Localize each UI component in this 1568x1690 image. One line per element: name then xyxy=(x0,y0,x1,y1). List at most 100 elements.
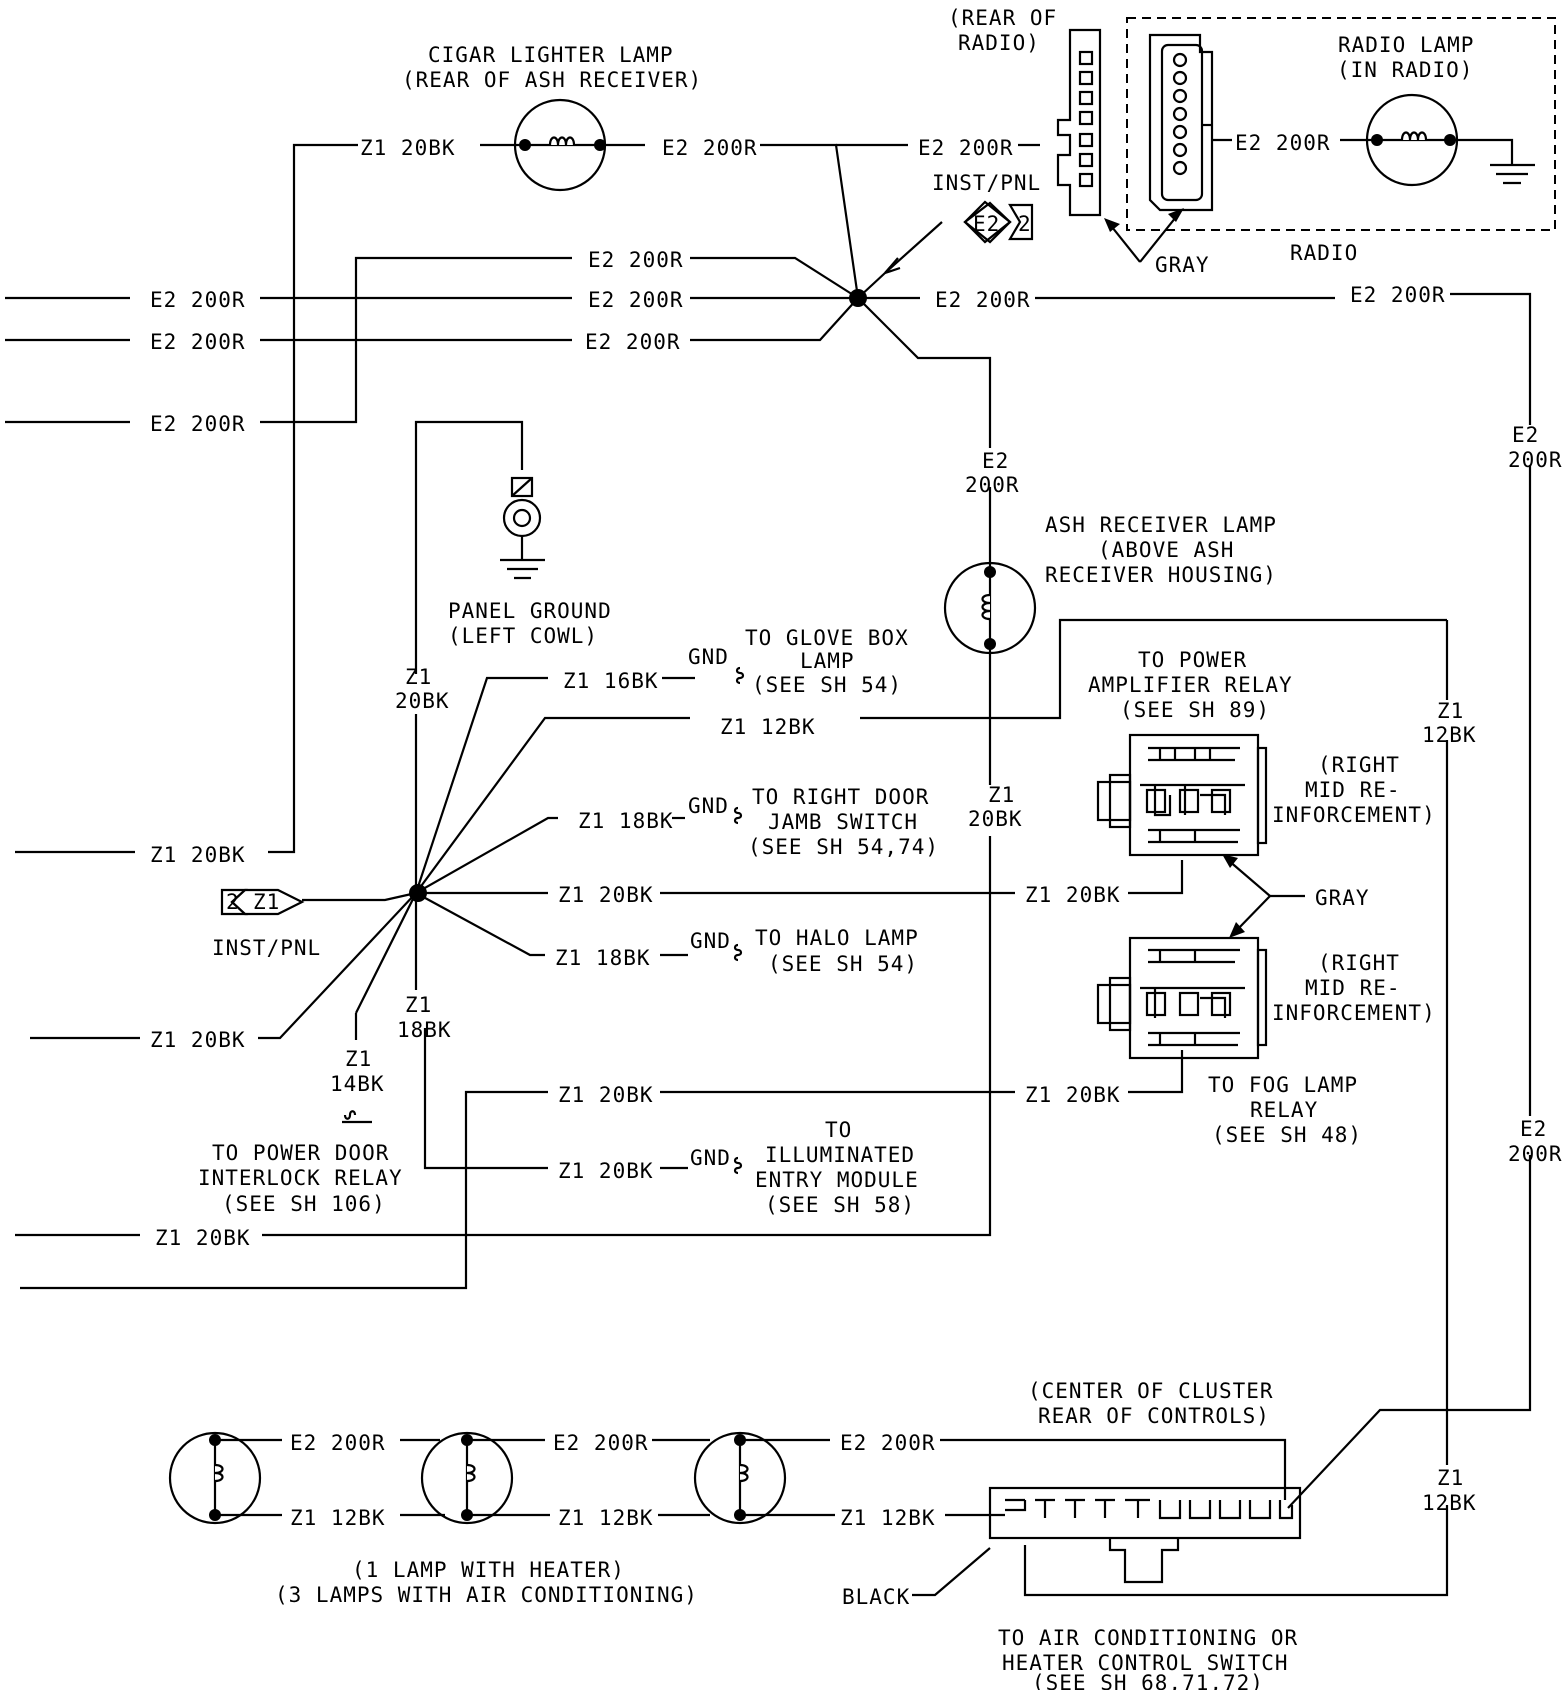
glove-box-see: (SEE SH 54) xyxy=(752,673,902,697)
cigar-lighter-location: (REAR OF ASH RECEIVER) xyxy=(402,68,702,92)
right-mid-2: MID RE- xyxy=(1305,976,1401,1000)
wire-z1: Z1 xyxy=(1437,699,1464,723)
fog-lamp-relay-connector xyxy=(1096,936,1268,1060)
wire-e2-200r: E2 200R xyxy=(290,1431,386,1455)
panel-ground xyxy=(500,476,545,580)
z1-connector-pin-2: 2 xyxy=(226,890,240,914)
entry-module-title-2: ENTRY MODULE xyxy=(755,1168,919,1192)
wire-z1: Z1 xyxy=(988,783,1015,807)
right-mid-2: MID RE- xyxy=(1305,778,1401,802)
wire-18bk: 18BK xyxy=(397,1018,452,1042)
wire-e2-200r: E2 200R xyxy=(553,1431,649,1455)
wire-z1: Z1 xyxy=(345,1047,372,1071)
halo-lamp-see: (SEE SH 54) xyxy=(768,952,918,976)
ash-receiver-title: ASH RECEIVER LAMP xyxy=(1045,513,1277,537)
power-amp-see: (SEE SH 89) xyxy=(1120,698,1270,722)
wire-e2-200r: E2 200R xyxy=(150,288,246,312)
gnd-label: GND xyxy=(688,645,729,669)
fog-lamp-see: (SEE SH 48) xyxy=(1212,1123,1362,1147)
power-door-see: (SEE SH 106) xyxy=(222,1192,386,1216)
right-mid-3: INFORCEMENT) xyxy=(1272,803,1436,827)
cluster-lamp-3 xyxy=(693,1431,787,1525)
wire-e2-200r: E2 200R xyxy=(935,288,1031,312)
cluster-title-2: REAR OF CONTROLS) xyxy=(1038,1404,1270,1428)
cigar-lighter-lamp xyxy=(513,98,607,192)
power-amp-title-2: AMPLIFIER RELAY xyxy=(1088,673,1293,697)
ash-receiver-lamp xyxy=(943,561,1037,655)
wire-z1: Z1 xyxy=(405,993,432,1017)
radio-inner-connector xyxy=(1148,33,1214,212)
wire-e2-200r: E2 200R xyxy=(1235,131,1331,155)
right-mid-1: (RIGHT xyxy=(1318,951,1400,975)
entry-module-see: (SEE SH 58) xyxy=(765,1193,915,1217)
fog-lamp-relay: RELAY xyxy=(1250,1098,1318,1122)
wire-z1-20bk: Z1 20BK xyxy=(155,1226,251,1250)
wire-e2-200r: E2 200R xyxy=(588,288,684,312)
wire-e2: E2 xyxy=(1512,423,1539,447)
ac-switch-title-2: HEATER CONTROL SWITCH xyxy=(1002,1651,1289,1675)
lamps-note-1: (1 LAMP WITH HEATER) xyxy=(352,1558,625,1582)
e2-connector-label: E2 xyxy=(973,212,1000,236)
wire-z1-20bk: Z1 20BK xyxy=(360,136,456,160)
panel-ground-location: (LEFT COWL) xyxy=(448,624,598,648)
power-door-break xyxy=(342,1110,372,1124)
wire-z1-12bk: Z1 12BK xyxy=(840,1506,936,1530)
relay-gray-pointer xyxy=(1222,854,1305,938)
splice-z1 xyxy=(409,884,427,902)
wire-z1-18bk: Z1 18BK xyxy=(555,946,651,970)
halo-lamp-title: TO HALO LAMP xyxy=(755,926,919,950)
right-door-title-2: JAMB SWITCH xyxy=(768,810,918,834)
wire-z1: Z1 xyxy=(1437,1466,1464,1490)
gnd-break-halo xyxy=(733,943,743,962)
fog-lamp-title: TO FOG LAMP xyxy=(1208,1073,1358,1097)
rear-of-radio-2: RADIO) xyxy=(958,31,1040,55)
ash-receiver-location-2: RECEIVER HOUSING) xyxy=(1045,563,1277,587)
inst-pnl-z1-connector: 2 Z1 xyxy=(220,888,305,916)
wire-e2-200r: E2 200R xyxy=(918,136,1014,160)
arrow-icon xyxy=(884,257,901,275)
z1-connector-label: Z1 xyxy=(253,890,280,914)
wire-z1-18bk: Z1 18BK xyxy=(578,809,674,833)
gnd-label: GND xyxy=(690,1146,731,1170)
wire-e2-200r: E2 200R xyxy=(588,248,684,272)
wire-e2-200r: E2 200R xyxy=(662,136,758,160)
wire-200r: 200R xyxy=(965,473,1020,497)
cluster-lamp-2 xyxy=(420,1431,514,1525)
cluster-title: (CENTER OF CLUSTER xyxy=(1028,1379,1274,1403)
wires xyxy=(5,138,1532,1597)
radio-box xyxy=(1126,17,1556,231)
wire-200r: 200R xyxy=(1508,448,1563,472)
wire-14bk: 14BK xyxy=(330,1072,385,1096)
wire-z1-12bk: Z1 12BK xyxy=(558,1506,654,1530)
wire-e2-200r: E2 200R xyxy=(840,1431,936,1455)
lamps-note-2: (3 LAMPS WITH AIR CONDITIONING) xyxy=(275,1583,698,1607)
wire-z1-16bk: Z1 16BK xyxy=(563,669,659,693)
entry-module-to: TO xyxy=(825,1118,852,1142)
gnd-break-entry xyxy=(733,1156,743,1175)
connector-pin-2: 2 xyxy=(1018,212,1032,236)
right-mid-1: (RIGHT xyxy=(1318,753,1400,777)
cigar-lighter-title: CIGAR LIGHTER LAMP xyxy=(428,43,674,67)
wire-e2-200r: E2 200R xyxy=(150,412,246,436)
labels: CIGAR LIGHTER LAMP (REAR OF ASH RECEIVER… xyxy=(150,6,1563,1690)
cluster-lamp-1 xyxy=(168,1431,262,1525)
wire-z1-20bk: Z1 20BK xyxy=(1025,1083,1121,1107)
right-door-title: TO RIGHT DOOR xyxy=(752,785,929,809)
ash-receiver-location-1: (ABOVE ASH xyxy=(1098,538,1234,562)
splice-e2 xyxy=(849,289,867,307)
radio-connector xyxy=(1056,28,1102,217)
gnd-break-door xyxy=(733,806,743,825)
gray-label-radio: GRAY xyxy=(1155,253,1210,277)
gnd-break-glove xyxy=(735,666,745,685)
wire-z1: Z1 xyxy=(405,665,432,689)
wire-z1-20bk: Z1 20BK xyxy=(558,883,654,907)
inst-pnl-label-top: INST/PNL xyxy=(932,171,1041,195)
panel-ground-title: PANEL GROUND xyxy=(448,599,612,623)
wire-e2-200r: E2 200R xyxy=(150,330,246,354)
radio-label: RADIO xyxy=(1290,241,1358,265)
right-door-see: (SEE SH 54,74) xyxy=(748,835,939,859)
wire-z1-20bk: Z1 20BK xyxy=(150,843,246,867)
glove-box-lamp: LAMP xyxy=(800,649,855,673)
wire-z1-12bk: Z1 12BK xyxy=(290,1506,386,1530)
ac-heater-switch-connector xyxy=(988,1486,1302,1584)
